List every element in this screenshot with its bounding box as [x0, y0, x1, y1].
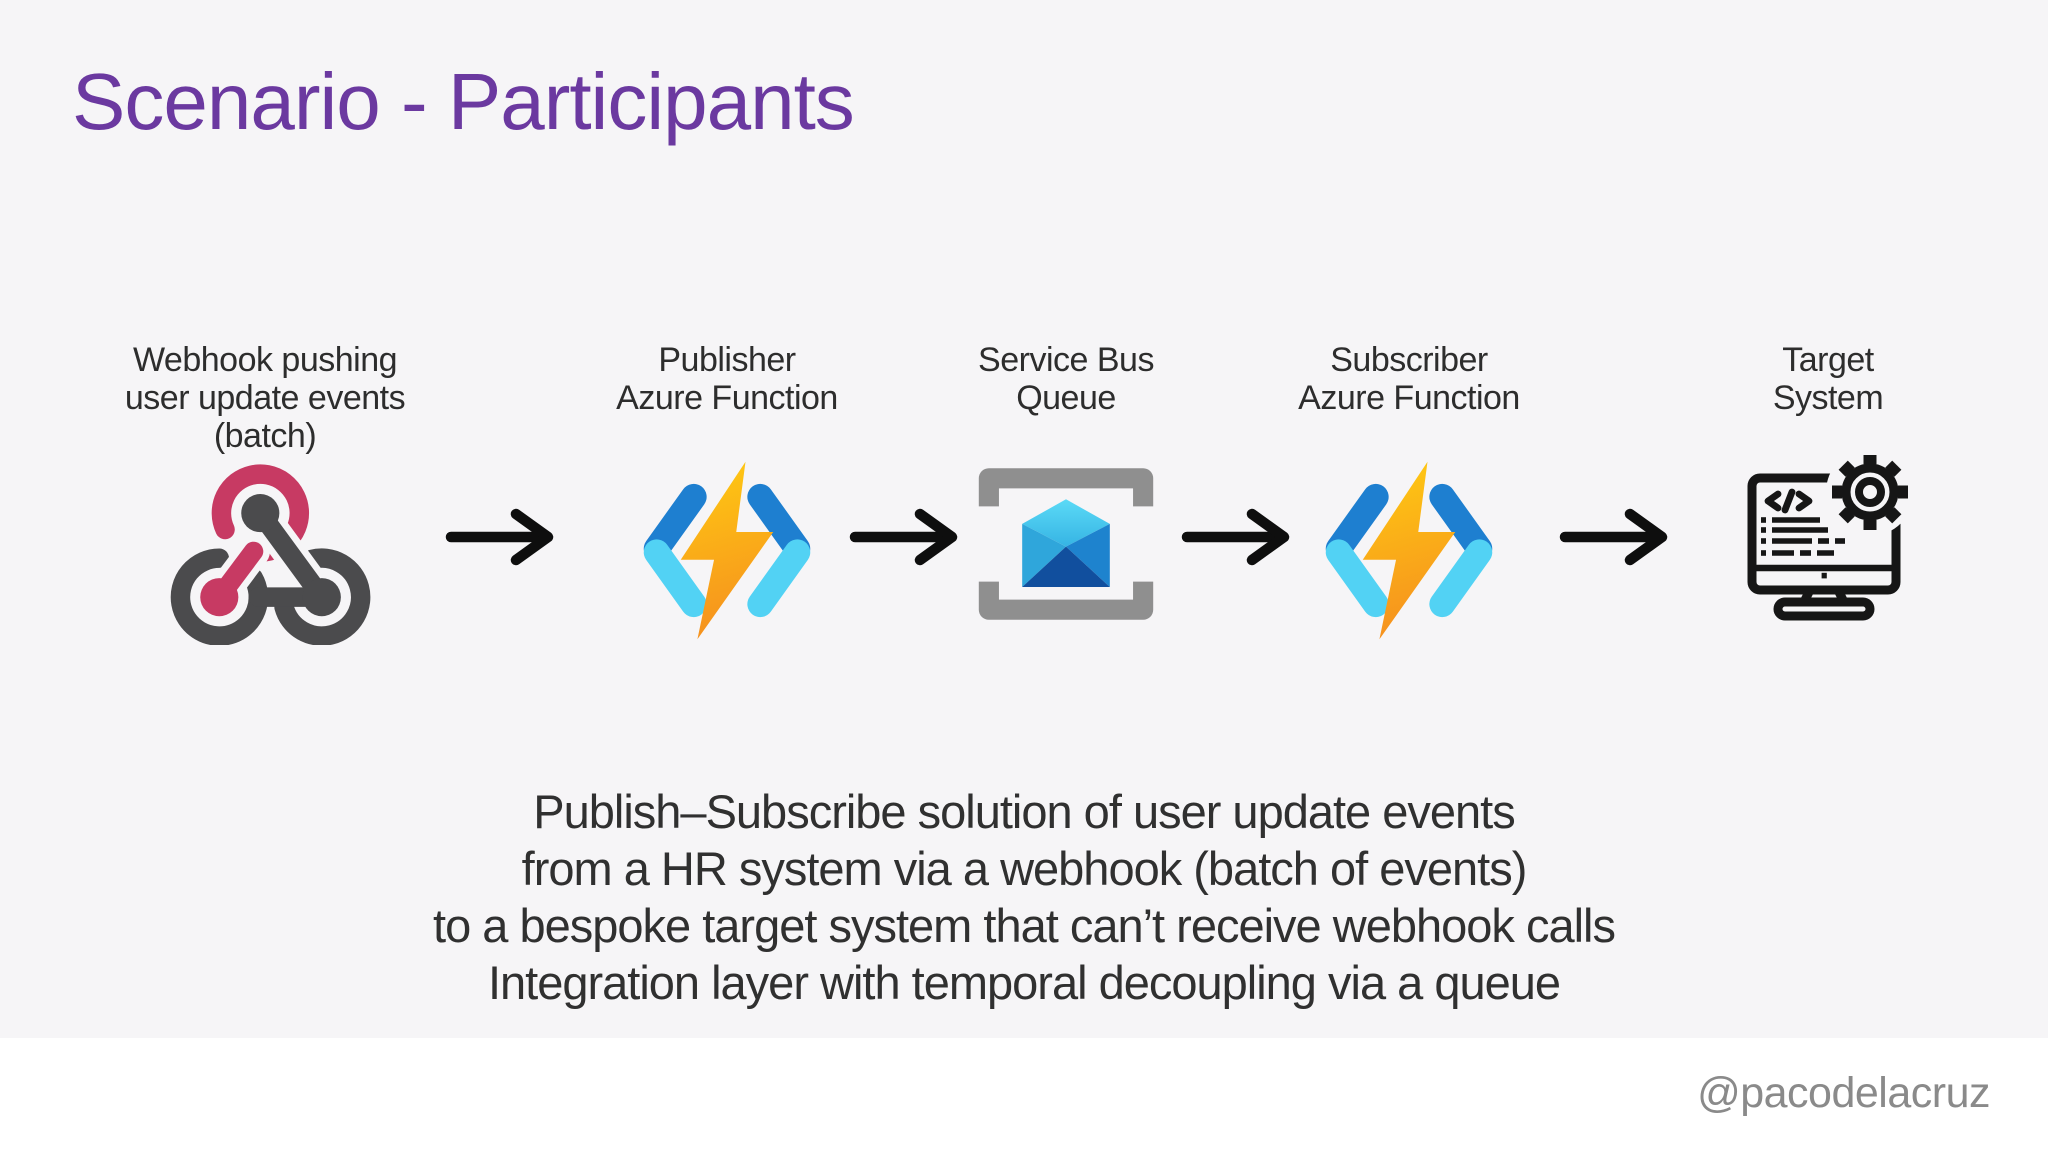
page-title: Scenario - Participants: [72, 57, 855, 146]
footer-band: @pacodelacruz: [0, 1038, 2048, 1152]
label-line: user update events: [124, 379, 406, 417]
participant-label: Service Bus Queue: [866, 341, 1266, 417]
label-line: Target: [1782, 341, 1874, 379]
participant-label: Target System: [1628, 341, 2028, 417]
twitter-handle: @pacodelacruz: [1697, 1069, 1990, 1117]
azure-function-icon: [1314, 458, 1504, 643]
description-line: Integration layer with temporal decoupli…: [487, 956, 1561, 1009]
label-line: Azure Function: [616, 379, 838, 417]
label-line: Azure Function: [1298, 379, 1520, 417]
label-line: Queue: [1016, 379, 1116, 417]
service-bus-queue-icon: [978, 466, 1154, 622]
flow-arrow-icon: [444, 506, 559, 570]
label-line: Service Bus: [978, 341, 1154, 379]
flow-arrow-icon: [1558, 506, 1673, 570]
webhook-icon: [166, 455, 371, 645]
label-line: System: [1772, 379, 1884, 417]
participant-label: Publisher Azure Function: [527, 341, 927, 417]
azure-function-icon: [632, 458, 822, 643]
participant-label: Subscriber Azure Function: [1209, 341, 1609, 417]
label-line: Subscriber: [1330, 341, 1488, 379]
participant-label: Webhook pushing user update events (batc…: [65, 341, 465, 455]
flow-arrow-icon: [1180, 506, 1295, 570]
label-line: (batch): [213, 417, 317, 455]
label-line: Publisher: [658, 341, 796, 379]
flow-arrow-icon: [848, 506, 963, 570]
description-line: to a bespoke target system that can’t re…: [433, 899, 1616, 952]
label-line: Webhook pushing: [132, 341, 398, 379]
target-system-icon: [1728, 452, 1928, 652]
description-text: Publish–Subscribe solution of user updat…: [0, 783, 2048, 1011]
description-line: from a HR system via a webhook (batch of…: [521, 842, 1528, 895]
description-line: Publish–Subscribe solution of user updat…: [533, 785, 1515, 838]
